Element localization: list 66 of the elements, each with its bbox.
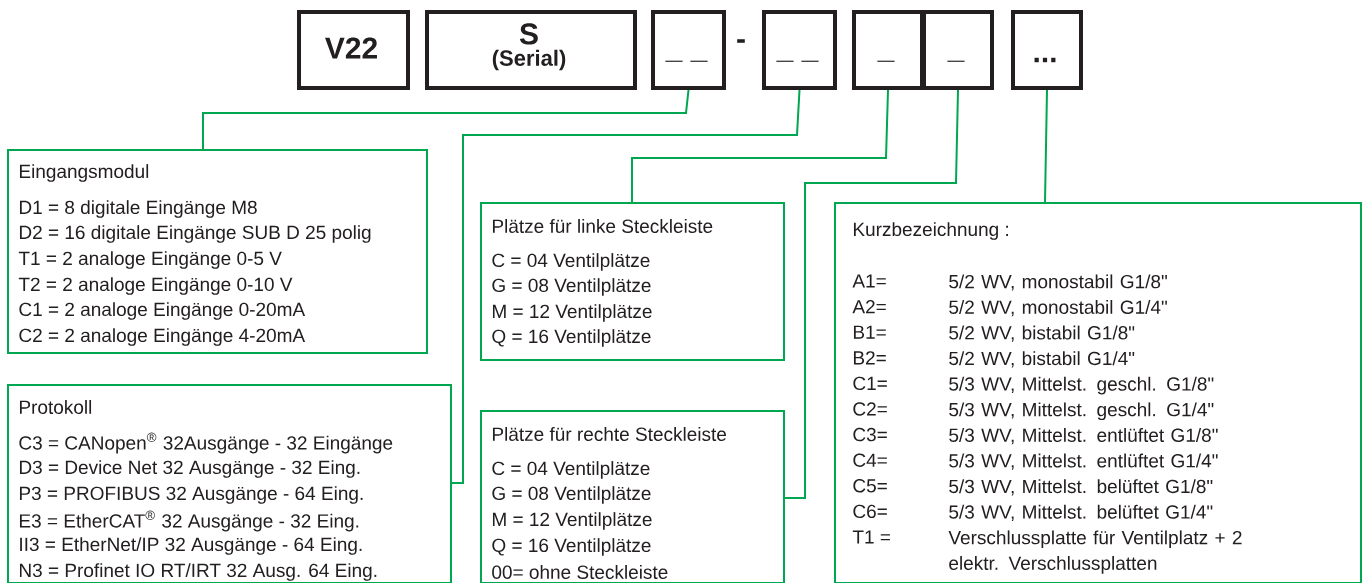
list-entry: C3 = CANopen$^{®}$ 32Ausgänge - 32 Eingänge xyxy=(19,432,393,454)
list-entry: T1 = 2 analoge Eingänge 0-5 V xyxy=(18,251,282,269)
list-entry: 5/3 WV, Mittelst. geschl. G1/4" xyxy=(949,402,1214,421)
list-entry: 5/2 WV, bistabil G1/8" xyxy=(949,325,1135,342)
box-heading: Plätze für rechte Steckleiste xyxy=(492,427,727,441)
list-entry: G = 08 Ventilplätze xyxy=(492,486,651,504)
entry-code: C3= xyxy=(853,427,887,442)
list-entry: II3 = EtherNet/IP 32 Ausgänge - 64 Eing. xyxy=(20,537,362,555)
connector-line xyxy=(451,89,801,484)
list-entry: D3 = Device Net 32 Ausgänge - 32 Eing. xyxy=(20,460,360,478)
entry-code: B2= xyxy=(853,351,886,365)
list-entry: N3 = Profinet IO RT/IRT 32 Ausg. 64 Eing. xyxy=(20,563,377,581)
list-entry: D1 = 8 digitale Eingänge M8 xyxy=(20,200,257,218)
entry-code: A2= xyxy=(852,299,886,314)
code-box: _ _ xyxy=(762,10,837,90)
connector-line xyxy=(784,89,959,499)
box-heading: Eingangsmodul xyxy=(20,164,149,182)
description-box xyxy=(480,202,785,361)
entry-code: C6= xyxy=(853,504,887,519)
list-entry: Q = 16 Ventilplätze xyxy=(492,329,651,347)
connector-line xyxy=(1044,89,1048,203)
entry-code: C2= xyxy=(853,402,887,416)
list-entry: 5/3 WV, Mittelst. entlüftet G1/8" xyxy=(949,428,1218,445)
code-box: S (Serial) xyxy=(425,10,637,90)
list-entry: G = 08 Ventilplätze xyxy=(492,278,651,296)
code-box: _ xyxy=(852,10,924,90)
list-entry: P3 = PROFIBUS 32 Ausgänge - 64 Eing. xyxy=(20,486,363,504)
description-box xyxy=(480,410,785,583)
entry-code: C4= xyxy=(853,453,887,467)
separator-dash: - xyxy=(737,39,745,43)
list-entry: 5/2 WV, monostabil G1/8" xyxy=(949,274,1167,291)
description-box xyxy=(7,384,452,583)
list-entry: 00= ohne Steckleiste xyxy=(492,565,668,579)
entry-code: C1= xyxy=(853,376,887,391)
code-box: _ xyxy=(922,10,994,90)
list-entry: M = 12 Ventilplätze xyxy=(492,304,652,322)
list-entry: Verschlussplatte für Ventilplatz + 2 elektr. Verschlussplatten xyxy=(948,530,1242,574)
list-entry: 5/3 WV, Mittelst. geschl. G1/8" xyxy=(949,376,1214,395)
code-box: V22 xyxy=(297,10,410,90)
entry-code: A1= xyxy=(852,274,886,288)
list-entry: C1 = 2 analoge Eingänge 0-20mA xyxy=(19,302,306,320)
description-box xyxy=(7,149,428,354)
description-box xyxy=(834,202,1362,583)
list-entry: C2 = 2 analoge Eingänge 4-20mA xyxy=(19,328,306,346)
list-entry: E3 = EtherCAT$^{®}$ 32 Ausgänge - 32 Eing. xyxy=(20,510,359,532)
list-entry: 5/2 WV, bistabil G1/4" xyxy=(949,351,1135,368)
box-heading: Plätze für linke Steckleiste xyxy=(492,219,713,233)
list-entry: M = 12 Ventilplätze xyxy=(492,512,652,530)
connector-line xyxy=(202,89,690,150)
list-entry: C = 04 Ventilplätze xyxy=(492,253,650,271)
entry-code: B1= xyxy=(853,325,886,339)
entry-code: T1 = xyxy=(852,530,890,544)
code-box: ... xyxy=(1011,10,1083,90)
list-entry: 5/3 WV, Mittelst. entlüftet G1/4" xyxy=(949,453,1218,470)
code-box: _ _ xyxy=(651,10,726,90)
box-heading: Kurzbezeichnung : xyxy=(853,222,1008,240)
entry-code: C5= xyxy=(853,479,887,493)
box-heading: Protokoll xyxy=(20,400,92,414)
list-entry: Q = 16 Ventilplätze xyxy=(492,538,651,556)
list-entry: D2 = 16 digitale Eingänge SUB D 25 polig xyxy=(20,225,371,243)
list-entry: T2 = 2 analoge Eingänge 0-10 V xyxy=(18,277,293,295)
list-entry: C = 04 Ventilplätze xyxy=(492,461,650,479)
list-entry: 5/2 WV, monostabil G1/4" xyxy=(949,300,1167,317)
connector-line xyxy=(631,89,889,203)
list-entry: 5/3 WV, Mittelst. belüftet G1/4" xyxy=(949,504,1213,521)
list-entry: 5/3 WV, Mittelst. belüftet G1/8" xyxy=(949,479,1213,496)
